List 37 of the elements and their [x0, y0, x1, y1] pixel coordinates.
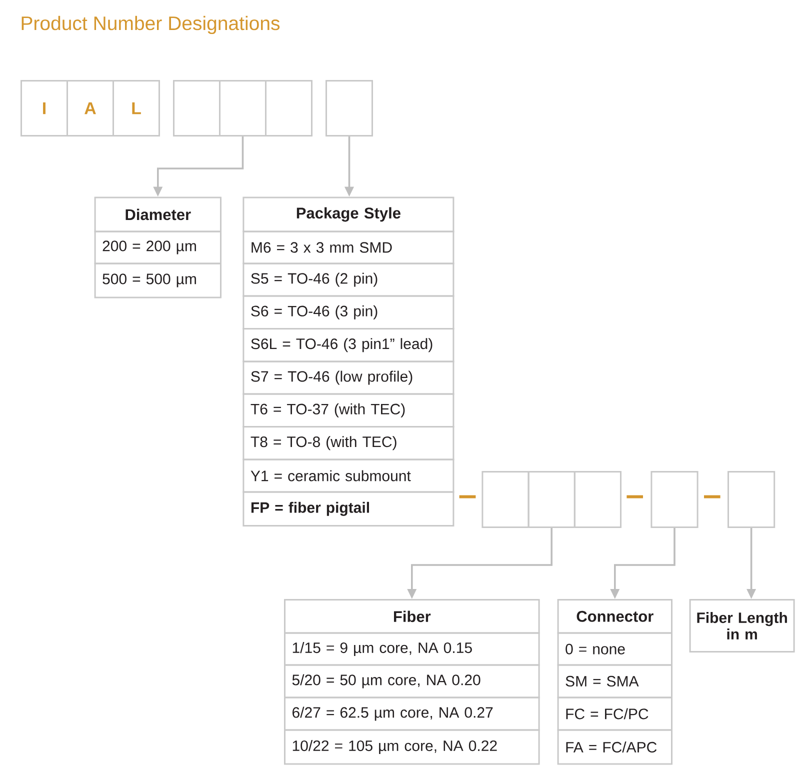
- table-row: FC = FC/PC: [557, 696, 672, 731]
- table-row: S6L = TO-46 (3 pin1” lead): [242, 328, 454, 362]
- table-row: FP = fiber pigtail: [242, 491, 454, 526]
- code-box: [265, 80, 312, 136]
- table-row: T8 = TO-8 (with TEC): [242, 426, 454, 460]
- table-row: 0 = none: [557, 632, 672, 666]
- table-row: M6 = 3 x 3 mm SMD: [242, 230, 454, 264]
- table-row: S5 = TO-46 (2 pin): [242, 262, 454, 297]
- code-box: [219, 80, 266, 136]
- code-box: [728, 471, 776, 528]
- code-box: [482, 471, 530, 528]
- code-letter-box: A: [66, 80, 114, 136]
- table-row: 6/27 = 62.5 µm core, NA 0.27: [284, 696, 540, 731]
- table-row: 5/20 = 50 µm core, NA 0.20: [284, 664, 540, 698]
- table-row: S7 = TO-46 (low profile): [242, 360, 454, 395]
- table-row: 200 = 200 µm: [94, 230, 222, 264]
- table-header: Fiber: [284, 599, 540, 634]
- code-box: [326, 80, 373, 136]
- table-row: 10/22 = 105 µm core, NA 0.22: [284, 729, 540, 765]
- code-box: [173, 80, 220, 136]
- table-header: Fiber Length in m: [689, 599, 795, 652]
- code-box: [528, 471, 576, 528]
- code-box: [650, 471, 698, 528]
- table-row: Y1 = ceramic submount: [242, 458, 454, 493]
- table-header: Connector: [557, 599, 672, 634]
- table-row: T6 = TO-37 (with TEC): [242, 393, 454, 428]
- code-letter-box: L: [112, 80, 160, 136]
- code-letter-box: I: [20, 80, 68, 136]
- table-row: SM = SMA: [557, 664, 672, 698]
- title: Product Number Designations: [22, 16, 280, 34]
- table-header: Diameter: [94, 196, 222, 232]
- table-row: 1/15 = 9 µm core, NA 0.15: [284, 632, 540, 666]
- table-row: 500 = 500 µm: [94, 262, 222, 298]
- table-row: FA = FC/APC: [557, 729, 672, 765]
- table-header: Package Style: [242, 196, 454, 232]
- code-box: [574, 471, 622, 528]
- table-row: S6 = TO-46 (3 pin): [242, 295, 454, 330]
